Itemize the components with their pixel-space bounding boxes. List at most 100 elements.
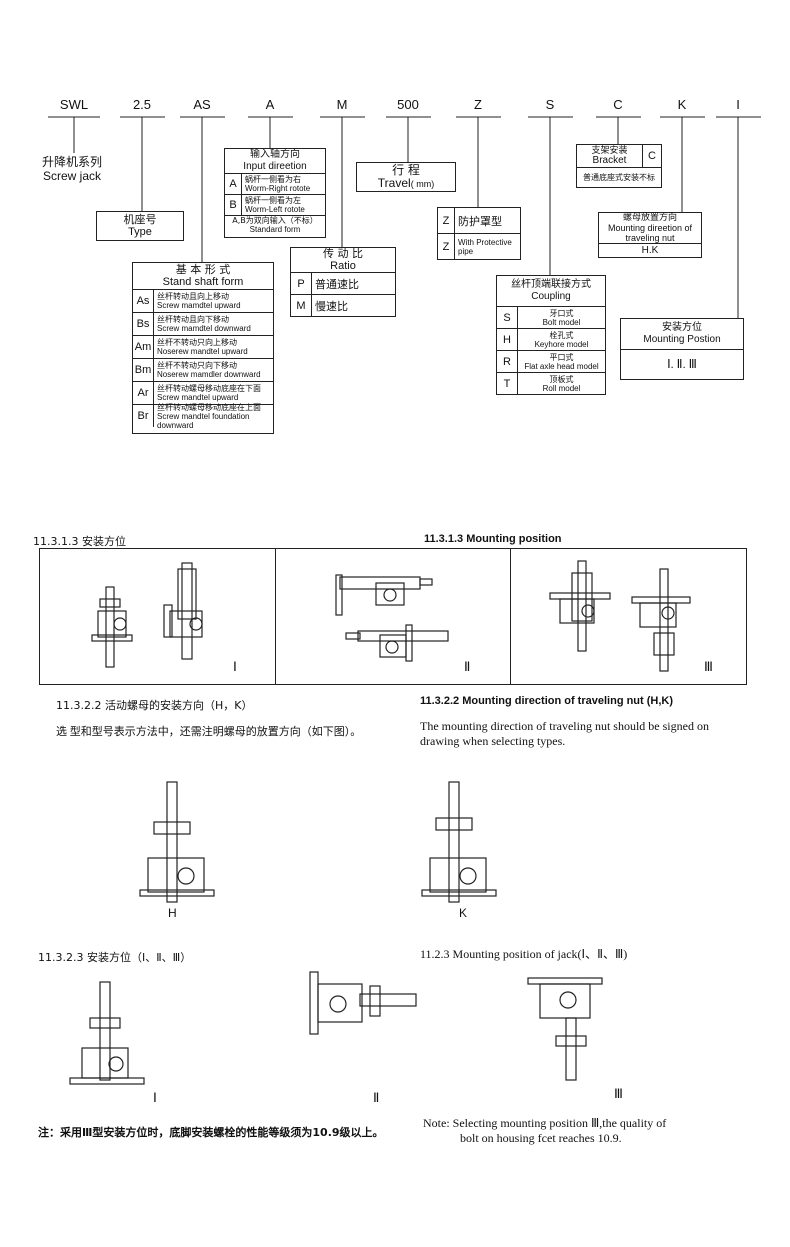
code-swl: SWL bbox=[59, 97, 89, 112]
type-box: 机座号 Type bbox=[96, 211, 184, 241]
screw-jack-box: 升降机系列 Screw jack bbox=[32, 153, 112, 191]
row-key: A bbox=[225, 174, 242, 194]
screw-jack-zh: 升降机系列 bbox=[41, 155, 102, 169]
code-coupling: S bbox=[545, 97, 555, 112]
input-zh: 输入轴方向 bbox=[250, 149, 300, 160]
section3-title-zh: 11.3.2.3 安装方位（Ⅰ、Ⅱ、Ⅲ） bbox=[38, 951, 192, 964]
input-en: Input direetion bbox=[243, 161, 307, 172]
row-key: B bbox=[225, 195, 242, 215]
frame-label-iii: Ⅲ bbox=[704, 659, 713, 674]
stand-shaft-zh: 基 本 形 式 bbox=[175, 263, 231, 276]
code-travel: 500 bbox=[397, 97, 419, 112]
row-zh: 顶板式 bbox=[549, 374, 574, 384]
mount-label-ii: Ⅱ bbox=[373, 1090, 380, 1105]
row-en: Keyhore model bbox=[534, 339, 589, 349]
coupling-zh: 丝杆顶端联接方式 bbox=[511, 279, 591, 290]
row-en: Flat axle head model bbox=[524, 361, 599, 371]
type-en: Type bbox=[128, 226, 152, 238]
travel-box: 行 程 Travel( mm) bbox=[356, 162, 456, 192]
mount-pos-en: Mounting Postion bbox=[643, 334, 721, 345]
section1-title-en: 11.3.1.3 Mounting position bbox=[424, 533, 562, 545]
row-key: H bbox=[497, 329, 518, 350]
ratio-en: Ratio bbox=[330, 260, 356, 272]
code-nut-direction: K bbox=[677, 97, 687, 112]
bracket-note: 普通底座式安装不标 bbox=[583, 173, 655, 182]
row-key: P bbox=[291, 273, 312, 294]
input-footer-en: Standard form bbox=[249, 225, 301, 234]
bracket-zh: 支架安装 bbox=[591, 146, 628, 156]
nut-dir-zh: 螺母放置方向 bbox=[622, 213, 677, 223]
row-zh: 丝杆转动螺母移动底座在下面 bbox=[157, 384, 261, 393]
row-key: Z bbox=[438, 234, 455, 259]
row-key: Br bbox=[133, 405, 154, 427]
row-key: Bm bbox=[133, 359, 154, 381]
row-zh: 栓孔式 bbox=[549, 330, 574, 340]
row-en: Roll model bbox=[542, 383, 581, 393]
row-key: R bbox=[497, 351, 518, 372]
row-en: Noserew mandtel upward bbox=[157, 347, 248, 356]
coupling-en: Coupling bbox=[531, 291, 571, 302]
row-key: M bbox=[291, 295, 312, 316]
row-key: S bbox=[497, 307, 518, 328]
row-key: Bs bbox=[133, 313, 154, 335]
row-zh: 丝杆转动且向上移动 bbox=[157, 292, 229, 301]
row-zh: 平口式 bbox=[549, 352, 574, 362]
note-en-line2: bolt on housing fcet reaches 10.9. bbox=[460, 1131, 622, 1145]
input-footer-zh: A,B为双向输入（不标） bbox=[232, 216, 318, 225]
row-en: Bolt model bbox=[542, 317, 581, 327]
mount-pos-value: Ⅰ. Ⅱ. Ⅲ bbox=[667, 357, 697, 371]
mount-label-iii: Ⅲ bbox=[614, 1086, 623, 1101]
frame-divider bbox=[510, 549, 511, 684]
screw-jack-en: Screw jack bbox=[42, 169, 101, 183]
nut-label-k: K bbox=[459, 906, 468, 920]
row-en: Screw mandtel upward bbox=[157, 393, 239, 402]
row-zh: 丝杆转动且向下移动 bbox=[157, 315, 229, 324]
section3-title-en: 11.2.3 Mounting position of jack(Ⅰ、Ⅱ、Ⅲ) bbox=[420, 947, 628, 961]
row-zh: 丝杆转动螺母移动底座在上面 bbox=[157, 402, 261, 412]
code-size: 2.5 bbox=[132, 97, 152, 112]
frame-divider bbox=[275, 549, 276, 684]
code-protective: Z bbox=[474, 97, 482, 112]
travel-unit: ( mm) bbox=[410, 179, 435, 189]
row-en: Screw mamdtel downward bbox=[157, 324, 251, 333]
mount-position-box: 安装方位 Mounting Postion Ⅰ. Ⅱ. Ⅲ bbox=[620, 318, 744, 380]
stand-shaft-en: Stand shaft form bbox=[162, 276, 244, 288]
row-en: With Protective pipe bbox=[458, 237, 512, 256]
note-zh: 注：采用Ⅲ型安装方位时，底脚安装螺栓的性能等级须为10.9级以上。 bbox=[38, 1126, 384, 1139]
row-key: T bbox=[497, 373, 518, 394]
mount-pos-zh: 安装方位 bbox=[662, 322, 702, 333]
code-input: A bbox=[265, 97, 275, 112]
bracket-key: C bbox=[642, 145, 661, 167]
row-zh: 牙口式 bbox=[549, 308, 574, 318]
row-en: Screw mandtel foundation downward bbox=[157, 411, 250, 430]
row-en: Screw mamdtel upward bbox=[157, 301, 241, 310]
frame-label-ii: Ⅱ bbox=[464, 659, 471, 674]
row-key: Z bbox=[438, 208, 455, 233]
travel-en: Travel bbox=[377, 176, 411, 190]
row-key: As bbox=[133, 290, 154, 312]
bracket-en: Bracket bbox=[592, 155, 627, 166]
input-footer: A,B为双向输入（不标） Standard form bbox=[225, 215, 325, 237]
code-ratio: M bbox=[336, 97, 348, 112]
mount-label-i: Ⅰ bbox=[153, 1090, 157, 1105]
type-zh: 机座号 bbox=[123, 213, 157, 226]
row-en: Noserew mamdler downward bbox=[157, 370, 261, 379]
row-zh: 蜗杆一侧看为右 bbox=[245, 175, 301, 184]
nut-label-h: H bbox=[168, 906, 177, 920]
